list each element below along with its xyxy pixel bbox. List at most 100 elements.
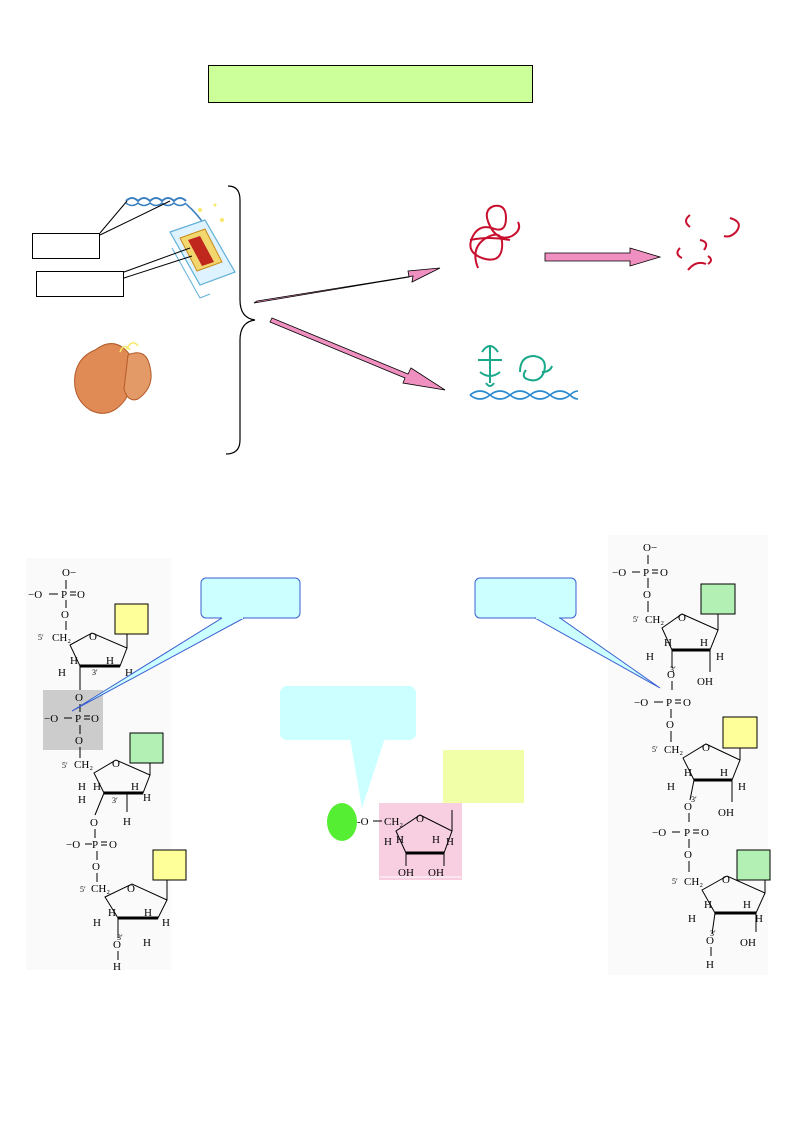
leader-line-2b bbox=[123, 255, 193, 279]
atom-label: O bbox=[701, 827, 709, 839]
atom-label: O bbox=[112, 758, 120, 770]
leader-line-2 bbox=[123, 247, 191, 273]
atom-label: 3′ bbox=[112, 796, 118, 805]
atom-label: O bbox=[683, 697, 691, 709]
atom-label: −O bbox=[66, 839, 80, 851]
atom-label: O bbox=[75, 735, 83, 747]
atom-label: H bbox=[738, 781, 746, 793]
atom-label: H bbox=[70, 655, 78, 667]
atom-label: 5′ bbox=[62, 761, 68, 770]
atom-label: H bbox=[755, 913, 763, 925]
atom-label: H bbox=[384, 836, 392, 848]
chromosome-illustration bbox=[169, 219, 236, 299]
atom-label: H bbox=[143, 937, 151, 949]
atom-label: O bbox=[416, 813, 424, 825]
atom-label: O bbox=[702, 742, 710, 754]
chromatin-fiber-illustration bbox=[125, 197, 224, 231]
atom-label: O− bbox=[643, 542, 657, 554]
callout-left bbox=[71, 577, 301, 712]
atom-label: O bbox=[61, 609, 69, 621]
atom-label: H bbox=[93, 917, 101, 929]
atom-label: O bbox=[678, 612, 686, 624]
atom-label: O bbox=[113, 939, 121, 951]
atom-label: H bbox=[743, 899, 751, 911]
base-box-left-2 bbox=[129, 732, 164, 764]
callout-center-text bbox=[288, 695, 408, 731]
atom-label: O bbox=[660, 567, 668, 579]
atom-label: O bbox=[90, 817, 98, 829]
atom-label: 3′ bbox=[670, 665, 676, 674]
base-box-left-1 bbox=[114, 603, 149, 635]
organelle-illustration bbox=[74, 342, 152, 414]
atom-label: H bbox=[106, 655, 114, 667]
atom-label: −O bbox=[612, 567, 626, 579]
arrow-right bbox=[544, 247, 662, 267]
phosphate-circle bbox=[327, 803, 357, 841]
atom-label: O bbox=[127, 883, 135, 895]
callout-yellow-box bbox=[443, 750, 524, 803]
atom-label: H bbox=[667, 781, 675, 793]
atom-label: 5′ bbox=[80, 885, 86, 894]
atom-label: H bbox=[396, 834, 404, 846]
atom-label: H bbox=[144, 907, 152, 919]
atom-label: P bbox=[666, 697, 672, 709]
atom-label: OH bbox=[740, 937, 756, 949]
title-box bbox=[208, 65, 533, 103]
atom-label: O bbox=[643, 589, 651, 601]
atom-label: P bbox=[75, 713, 81, 725]
atom-label: O bbox=[666, 719, 674, 731]
callout-yellow-text bbox=[448, 756, 518, 796]
atom-label: −O bbox=[44, 713, 58, 725]
atom-label: 5′ bbox=[38, 633, 44, 642]
atom-label: H bbox=[108, 907, 116, 919]
atom-label: H bbox=[664, 637, 672, 649]
atom-label: 5′ bbox=[652, 745, 658, 754]
atom-label: -O bbox=[357, 816, 369, 828]
atom-label: OH bbox=[718, 807, 734, 819]
callout-right-text bbox=[480, 585, 570, 611]
arrow-down-right bbox=[269, 317, 446, 391]
atom-label: CH₂ bbox=[91, 883, 110, 895]
dna-helix-illustration bbox=[469, 390, 579, 400]
base-box-left-3 bbox=[152, 849, 187, 881]
atom-label: O bbox=[706, 935, 714, 947]
atom-label: H bbox=[93, 781, 101, 793]
atom-label: H bbox=[704, 899, 712, 911]
atom-label: O bbox=[91, 713, 99, 725]
atom-label: 3′ bbox=[691, 795, 697, 804]
atom-label: O bbox=[684, 849, 692, 861]
atom-label: H bbox=[716, 651, 724, 663]
atom-label: 5′ bbox=[672, 877, 678, 886]
atom-label: O bbox=[109, 839, 117, 851]
atom-label: O bbox=[92, 861, 100, 873]
atom-label: H bbox=[646, 651, 654, 663]
atom-label: H bbox=[58, 667, 66, 679]
atom-label: H bbox=[162, 917, 170, 929]
atom-label: P bbox=[92, 839, 98, 851]
atom-label: H bbox=[78, 781, 86, 793]
atom-label: H bbox=[700, 637, 708, 649]
trna-mrna-illustration bbox=[478, 345, 553, 387]
atom-label: CH₂ bbox=[74, 759, 93, 771]
atom-label: CH₂ bbox=[52, 632, 71, 644]
atom-label: 3′ bbox=[710, 929, 716, 938]
atom-label: 3′ bbox=[92, 668, 98, 677]
curly-brace bbox=[225, 185, 256, 455]
center-nucleotide: -O CH₂ O H H H H OH OH bbox=[327, 750, 524, 880]
dna-strand-illustration bbox=[469, 204, 521, 269]
callout-left-text bbox=[206, 585, 296, 611]
base-box-right-1 bbox=[700, 583, 736, 615]
arrow-up-right bbox=[253, 267, 441, 304]
label-box-2 bbox=[36, 271, 124, 297]
atom-label: H bbox=[113, 961, 121, 973]
atom-label: H bbox=[446, 836, 454, 848]
atom-label: O bbox=[77, 589, 85, 601]
atom-label: OH bbox=[398, 867, 414, 879]
atom-label: O− bbox=[62, 567, 76, 579]
atom-label: −O bbox=[28, 589, 42, 601]
callout-right bbox=[474, 577, 661, 689]
atom-label: O bbox=[722, 874, 730, 886]
atom-label: −O bbox=[634, 697, 648, 709]
